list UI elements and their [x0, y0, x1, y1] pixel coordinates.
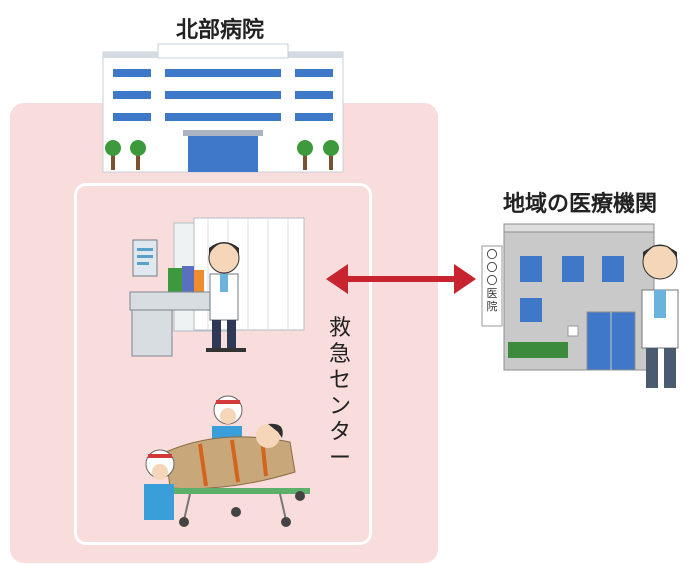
sign-char: 院 [486, 300, 498, 313]
label-char: ー [328, 446, 351, 471]
clinic-name: 地域の医療機関 [502, 192, 657, 217]
label-char: セ [328, 368, 351, 393]
hospital-building-icon [102, 43, 344, 173]
bidirectional-arrow-icon [326, 264, 476, 294]
label-char: 救 [328, 316, 351, 341]
label-char: 急 [328, 342, 351, 367]
sign-char: 〇 [486, 261, 498, 274]
sign-char: 〇 [486, 274, 498, 287]
doctor-desk-illustration [129, 217, 305, 357]
sign-char: 〇 [486, 248, 498, 261]
patient-stretcher-illustration [144, 395, 310, 527]
label-char: タ [328, 420, 351, 445]
clinic-sign: 〇 〇 〇 医 院 [482, 248, 502, 313]
sign-char: 医 [486, 287, 498, 300]
label-char: ン [328, 394, 351, 419]
clinic-building-icon [481, 223, 679, 388]
hospital-name: 北部病院 [175, 18, 264, 43]
emergency-center-label: 救 急 セ ン タ ー [322, 316, 358, 472]
